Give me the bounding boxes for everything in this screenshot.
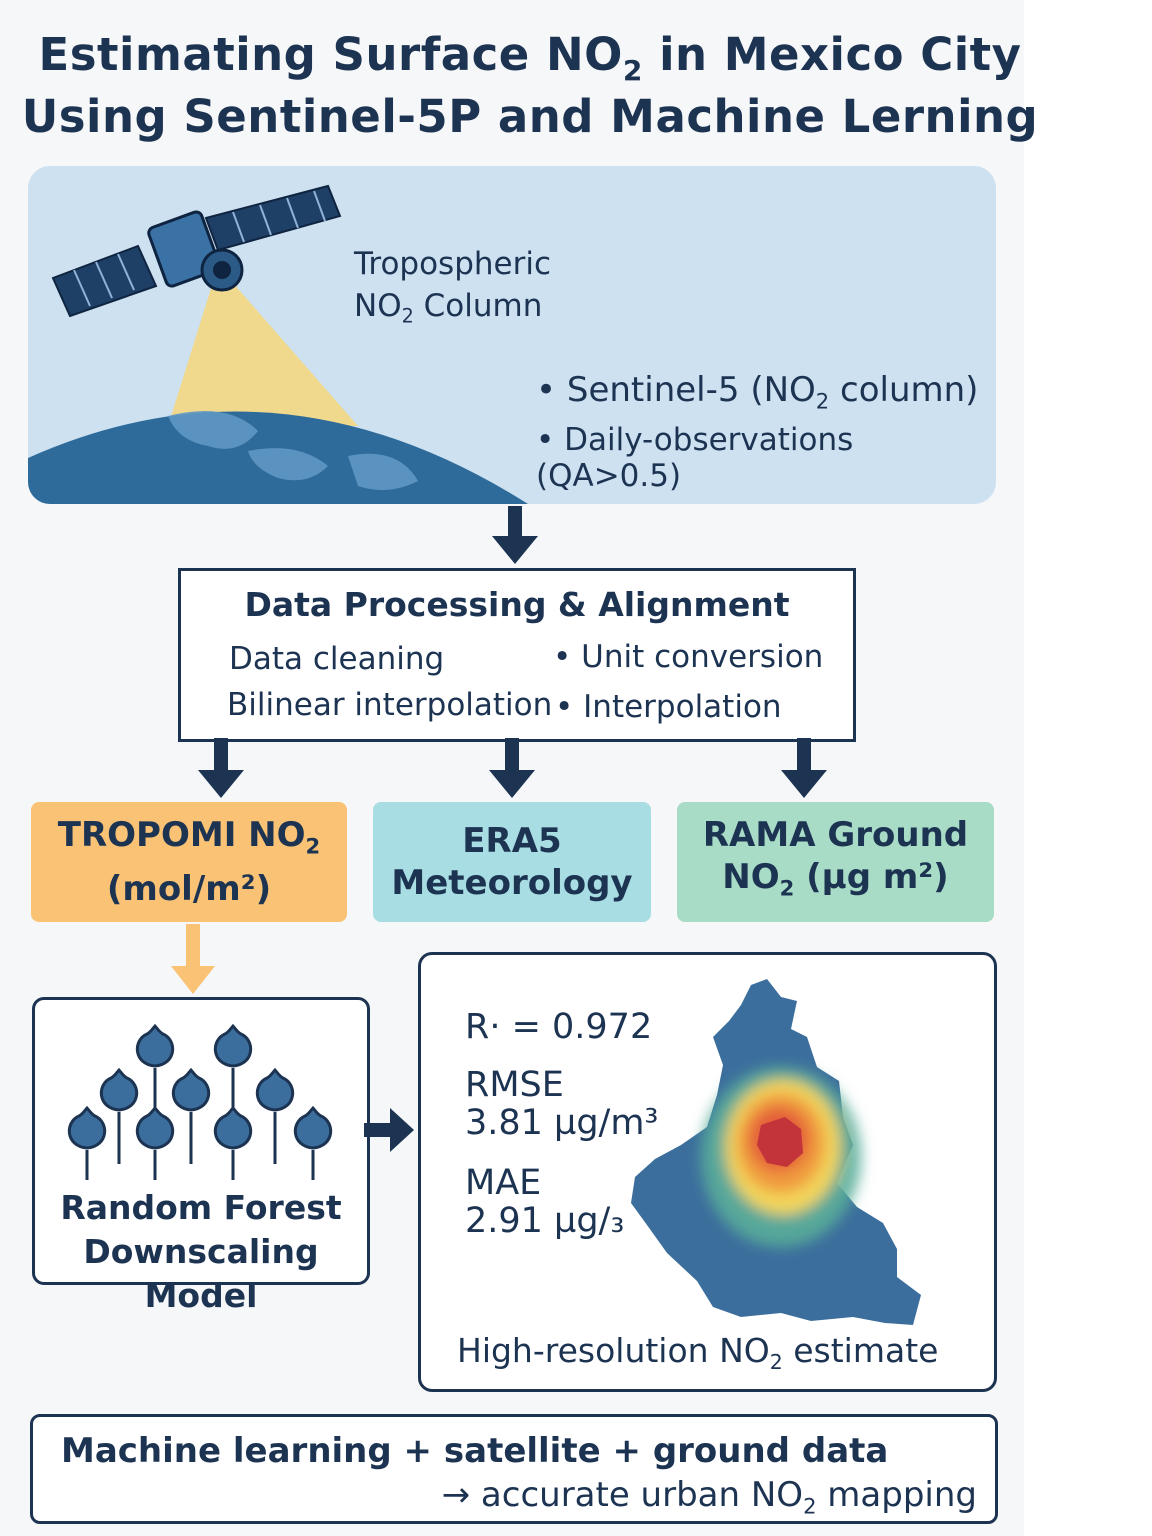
arrow-down-icon <box>198 738 244 798</box>
tropomi-line-1: TROPOMI NO2 <box>57 815 321 859</box>
item-bilinear-interpolation: Bilinear interpolation <box>227 687 553 723</box>
arrow-down-icon <box>781 738 827 798</box>
arrow-down-icon <box>489 738 535 798</box>
results-box: R· = 0.972 RMSE 3.81 µg/m³ MAE 2.91 µg/₃… <box>418 952 997 1392</box>
bullet-sentinel: • Sentinel-5 (NO2 column) <box>536 370 979 414</box>
r-value: R· = 0.972 <box>465 1007 653 1047</box>
results-caption: High-resolution NO2 estimate <box>457 1331 939 1375</box>
model-label: Random Forest Downscaling Model <box>60 1188 342 1315</box>
era5-line-1: ERA5 <box>462 821 562 861</box>
processing-box: Data Processing & Alignment Data cleanin… <box>178 568 856 742</box>
column-label-line-1: Tropospheric <box>354 246 552 282</box>
conclusion-line-2: → accurate urban NO2 mapping <box>441 1475 977 1519</box>
satellite-panel: Tropospheric NO2 Column • Sentinel-5 (NO… <box>28 166 996 504</box>
hotspot <box>757 1117 803 1167</box>
arrow-down-orange-icon <box>171 924 215 994</box>
rama-line-2: NO2 (µg m²) <box>722 857 949 901</box>
mae-value: 2.91 µg/₃ <box>465 1201 625 1241</box>
bullet-daily-observations: • Daily-observations (QA>0.5) <box>536 422 854 494</box>
satellite-icon <box>51 184 342 318</box>
conclusion-line-1: Machine learning + satellite + ground da… <box>61 1431 889 1471</box>
processing-title: Data Processing & Alignment <box>244 585 790 624</box>
title-line-1: Estimating Surface NO2 in Mexico City <box>38 28 1022 87</box>
conclusion-box: Machine learning + satellite + ground da… <box>30 1414 998 1524</box>
title-line-2: Using Sentinel-5P and Machine Lerning <box>21 90 1039 143</box>
item-unit-conversion: • Unit conversion <box>553 639 824 675</box>
trees-icon <box>67 1024 333 1180</box>
era5-line-2: Meteorology <box>391 863 633 903</box>
item-data-cleaning: Data cleaning <box>229 641 445 677</box>
arrow-down-icon <box>492 506 538 564</box>
column-label-line-2: NO2 Column <box>354 288 543 328</box>
sensor-beam <box>168 266 358 426</box>
satellite-illustration <box>28 184 528 504</box>
rmse-value: 3.81 µg/m³ <box>465 1103 659 1143</box>
arrow-right-icon <box>364 1108 414 1152</box>
rmse-label: RMSE <box>465 1065 564 1105</box>
infographic-page: Estimating Surface NO2 in Mexico City Us… <box>21 28 1038 1524</box>
rama-box: RAMA Ground NO2 (µg m²) <box>677 802 994 922</box>
mexico-city-no2-map <box>631 979 921 1325</box>
random-forest-box: Random Forest Downscaling Model <box>32 997 370 1315</box>
rama-line-1: RAMA Ground <box>702 815 969 856</box>
tropomi-box: TROPOMI NO2 (mol/m²) <box>31 802 347 922</box>
item-interpolation: • Interpolation <box>555 689 782 725</box>
mae-label: MAE <box>465 1163 542 1203</box>
tropomi-line-2: (mol/m²) <box>106 868 272 909</box>
era5-box: ERA5 Meteorology <box>373 802 651 922</box>
